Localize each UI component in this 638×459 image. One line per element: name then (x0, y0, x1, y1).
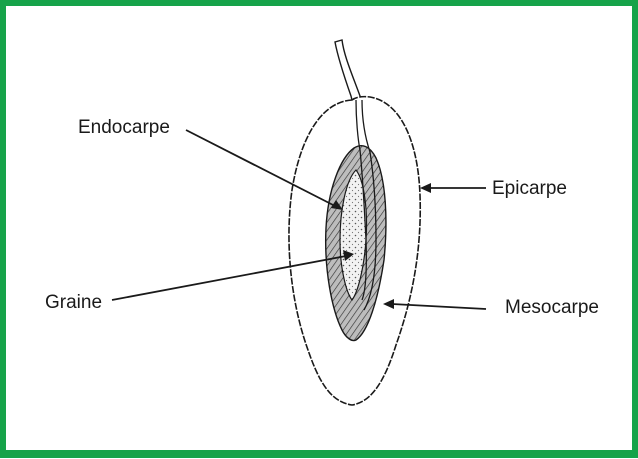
label-graine: Graine (45, 293, 102, 312)
label-epicarpe: Epicarpe (492, 179, 567, 198)
label-mesocarpe: Mesocarpe (505, 298, 599, 317)
label-endocarpe: Endocarpe (78, 118, 170, 137)
